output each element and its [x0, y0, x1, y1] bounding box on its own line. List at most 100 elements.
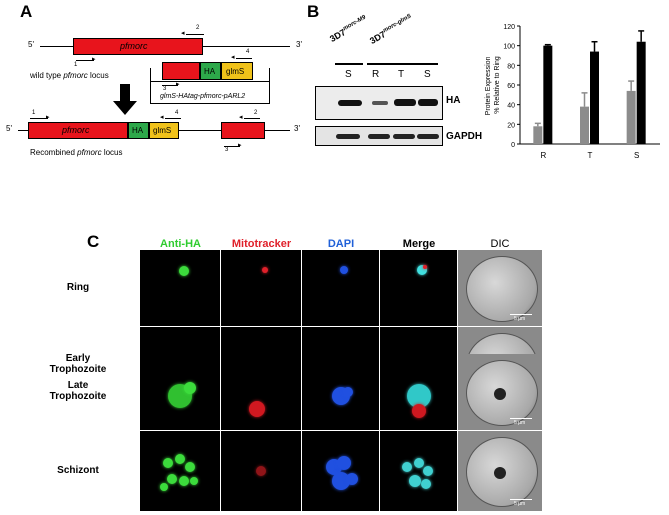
micro-schizont-merge [380, 431, 457, 511]
gapdh-blot [315, 126, 443, 146]
rec-ha-label: HA [132, 126, 144, 135]
primer-3-label: 3 [163, 86, 167, 92]
y-tick-label: 100 [503, 44, 515, 51]
wt-pfmorc-gene: pfmorc [73, 38, 203, 55]
micro-late-trophozoite-dapi [302, 354, 379, 430]
fluorescence-signal [167, 474, 177, 484]
fluorescence-signal [190, 476, 199, 485]
rec-5prime: 5' [6, 124, 12, 133]
fluorescence-signal [346, 473, 359, 485]
wt-gene-label: pfmorc [120, 41, 148, 51]
micro-schizont-dic: 5 µm [458, 431, 542, 511]
micro-ring-dapi [302, 250, 379, 326]
primer-1-label: 1 [74, 62, 78, 68]
micro-ring-merge [380, 250, 457, 326]
recombination-arrow-shaft [120, 84, 130, 102]
lane-label-1: S [345, 69, 352, 80]
scale-bar [510, 499, 532, 500]
ha-blot [315, 86, 443, 120]
micro-schizont-anti-ha [140, 431, 220, 511]
fluorescence-signal [422, 264, 427, 269]
rec-gene-label: pfmorc [62, 125, 90, 135]
ha-band-lane-2 [372, 101, 388, 105]
plasmid-line [150, 81, 270, 82]
fluorescence-signal [413, 458, 424, 468]
panel-label-b: B [307, 2, 320, 21]
rec-locus-label: Recombined pfmorc locus [30, 148, 123, 157]
rec-3prime: 3' [294, 124, 300, 133]
row-label-ring: Ring [66, 282, 90, 293]
fluorescence-signal [256, 466, 266, 476]
lane-label-3: T [398, 69, 405, 80]
ha-blot-label: HA [446, 95, 461, 106]
y-tick-label: 80 [507, 63, 515, 70]
rec-primer-1-arrow [30, 118, 48, 119]
fluorescence-signal [179, 475, 189, 486]
micro-late-trophozoite-mitotracker [221, 354, 301, 430]
fluorescence-signal [408, 474, 421, 487]
x-tick-label: R [540, 151, 546, 160]
micro-schizont-mitotracker [221, 431, 301, 511]
row-label-early-trophozoite: Early Trophozoite [49, 353, 107, 375]
primer-2-label: 2 [196, 25, 200, 31]
primer-3-arrow [162, 85, 178, 86]
fluorescence-signal [331, 471, 350, 490]
col-header-merge: Merge [402, 238, 436, 250]
rec-pfmorc-downstream [221, 122, 265, 139]
col-header-dic: DIC [490, 238, 510, 250]
red-blood-cell [466, 256, 538, 322]
y-tick-label: 20 [507, 122, 515, 129]
fluorescence-signal [401, 462, 412, 472]
col-header-anti-ha: Anti-HA [160, 238, 201, 250]
y-axis-label: Protein Expression % Relative to Ring [485, 55, 501, 116]
fluorescence-signal [337, 456, 352, 470]
lane-label-4: S [424, 69, 431, 80]
scale-bar-label: 5 µm [514, 316, 526, 322]
scale-bar [510, 418, 532, 419]
scale-bar-label: 5 µm [514, 420, 526, 426]
rec-primer-3-head: ▸ [238, 142, 242, 149]
fluorescence-signal [183, 382, 196, 395]
rec-primer-3-arrow [224, 146, 240, 147]
gapdh-band-lane-2 [368, 134, 390, 139]
plasmid-glms: glmS [221, 62, 253, 80]
primer-2-head: ◂ [181, 30, 185, 37]
rec-pfmorc-gene: pfmorc [28, 122, 128, 139]
fluorescence-signal [160, 483, 168, 491]
scale-bar-label: 5 µm [514, 501, 526, 507]
col-header-mitotracker: Mitotracker [231, 238, 292, 250]
fluorescence-signal [411, 404, 426, 418]
ha-band-lane-4 [418, 99, 438, 106]
wt-5prime: 5' [28, 40, 34, 49]
micro-ring-anti-ha [140, 250, 220, 326]
micro-late-trophozoite-dic: 5 µm [458, 354, 542, 430]
plasmid-ha-tag: HA [200, 62, 221, 80]
parasite [494, 388, 506, 400]
ha-band-lane-3 [394, 99, 416, 106]
row-label-schizont: Schizont [57, 465, 99, 476]
micro-ring-dic: 5 µm [458, 250, 542, 326]
bar [590, 51, 599, 144]
fluorescence-signal [262, 266, 268, 273]
bar [580, 106, 589, 144]
fluorescence-signal [340, 265, 349, 274]
glms-group-bar [367, 63, 438, 65]
fluorescence-signal [343, 387, 354, 397]
y-tick-label: 120 [503, 24, 515, 31]
fluorescence-signal [421, 478, 432, 489]
rec-primer-2-arrow [244, 118, 260, 119]
primer-3-head: ▸ [176, 81, 180, 88]
plasmid-label: glmS-HAtag-pfmorc-pARL2 [160, 93, 246, 100]
bar [533, 126, 543, 144]
y-tick-label: 60 [507, 83, 515, 90]
plasmid-outline [150, 68, 270, 104]
fluorescence-signal [417, 264, 428, 275]
rec-ha-tag: HA [128, 122, 149, 139]
primer-4-head: ◂ [231, 54, 235, 61]
rec-primer-2-head: ◂ [239, 114, 243, 121]
strain-m9-label: 3D7morc-M9 [328, 14, 367, 44]
primer-4-arrow [236, 58, 252, 59]
rec-glms-label: glmS [153, 126, 172, 135]
fluorescence-signal [249, 400, 265, 417]
